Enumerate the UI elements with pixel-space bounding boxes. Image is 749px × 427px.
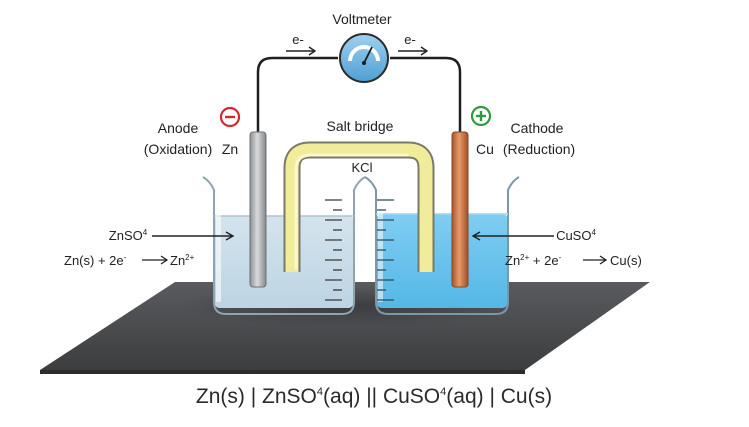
anode-reaction-left: Zn(s) + 2e- (64, 253, 127, 268)
cell-notation-part-2: (aq) || CuSO (323, 385, 440, 408)
salt-bridge-highlight (294, 153, 409, 270)
cathode-reaction-mid-sup: - (559, 253, 562, 262)
anode-reaction-arrow (142, 255, 169, 265)
cathode-reaction-left-sup: 2+ (520, 253, 529, 262)
cathode-reaction-left-text: Zn (505, 253, 520, 268)
anode-solution-formula: ZnSO (109, 228, 143, 243)
cathode-solution-formula: CuSO (556, 228, 591, 243)
cathode-solution-label: CuSO4 (556, 228, 596, 243)
electron-flow-label-right: e- (404, 32, 416, 47)
cell-notation: Zn(s) | ZnSO4(aq) || CuSO4(aq) | Cu(s) (196, 385, 552, 408)
wire-left (256, 56, 338, 132)
cathode-reaction-right: Cu(s) (610, 253, 642, 268)
cathode-solution-arrow (471, 231, 554, 241)
voltmeter-label: Voltmeter (332, 11, 391, 27)
electron-flow-arrow-right (398, 46, 429, 56)
anode-reaction-right-text: Zn (170, 253, 185, 268)
anode-process: (Oxidation) (144, 141, 212, 157)
cathode-title: Cathode (511, 120, 564, 136)
cell-notation-sub-1: 4 (317, 386, 323, 398)
salt-bridge-electrolyte: KCl (352, 160, 373, 175)
anode-reaction-right: Zn2+ (170, 253, 195, 268)
anode-solution-subscript: 4 (143, 228, 148, 237)
electron-flow-arrow-left (286, 46, 317, 56)
copper-electrode (451, 131, 469, 288)
beaker-cathode (364, 176, 520, 315)
anode-reaction-right-sup: 2+ (185, 253, 194, 262)
salt-bridge-fill (285, 143, 433, 272)
cell-notation-part-1: Zn(s) | ZnSO (196, 385, 317, 408)
electron-flow-label-left: e- (292, 32, 304, 47)
zinc-electrode (249, 131, 267, 288)
table-edge (40, 370, 525, 374)
cathode-metal: Cu (476, 141, 494, 157)
cathode-positive-icon (470, 105, 492, 127)
beaker-cathode-scale (377, 199, 394, 301)
cathode-reaction-mid-text: + 2e (529, 253, 558, 268)
cathode-reaction-left: Zn2+ + 2e- (505, 253, 562, 268)
salt-bridge-label: Salt bridge (327, 118, 394, 134)
anode-reaction-left-text: Zn(s) + 2e (64, 253, 124, 268)
beaker-anode-scale (325, 199, 342, 301)
cell-notation-part-3: (aq) | Cu(s) (446, 385, 552, 408)
wire-right (390, 56, 462, 132)
anode-solution-label: ZnSO4 (109, 228, 148, 243)
anode-metal: Zn (222, 141, 238, 157)
cell-notation-sub-2: 4 (440, 386, 446, 398)
cathode-solution-subscript: 4 (591, 228, 596, 237)
voltmeter-icon (339, 33, 389, 83)
anode-reaction-left-sup: - (124, 253, 127, 262)
cathode-process: (Reduction) (503, 141, 575, 157)
anode-title: Anode (158, 120, 199, 136)
cathode-reaction-arrow (583, 255, 608, 265)
anode-negative-icon (219, 106, 241, 128)
anode-solution-arrow (152, 231, 235, 241)
